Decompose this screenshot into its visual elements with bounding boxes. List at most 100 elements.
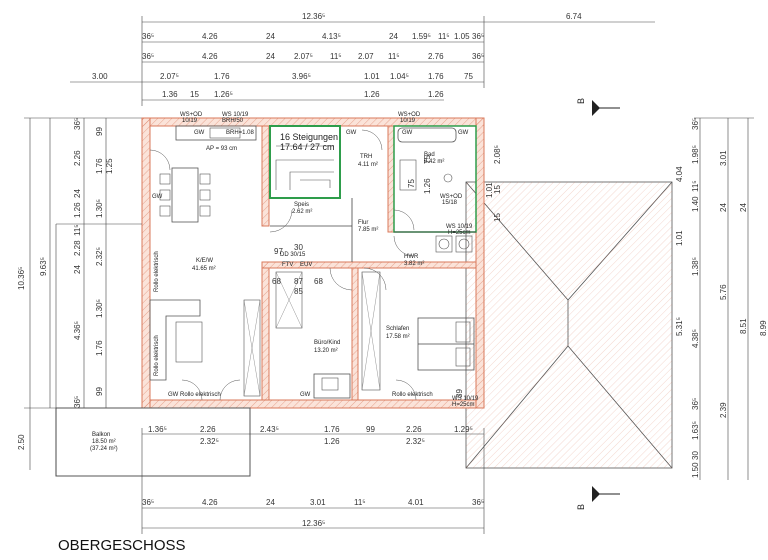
- room-kew-name: K/E/W: [196, 258, 213, 264]
- room-trh-name: TRH: [360, 154, 372, 160]
- room-buero-name: Büro/Kind: [314, 340, 340, 346]
- note-euv: EUV: [300, 262, 312, 268]
- dim-bot-r1-4: 1.76: [324, 425, 340, 434]
- dim-top-r1-3: 24: [266, 32, 275, 41]
- sofa: [149, 299, 203, 381]
- dim-top-r3s-5: 1.26: [428, 90, 444, 99]
- dim-bot-r1s-3: 2.32⁵: [406, 437, 425, 446]
- room-schlafen-area: 17.58 m²: [386, 334, 410, 340]
- bed: [417, 317, 475, 371]
- dim-right-b-4: 5.76: [719, 284, 728, 300]
- note-gw-bad: GW: [402, 130, 413, 136]
- dim-left-mid-8: 4.36⁵: [73, 321, 82, 340]
- dim-bot-r2-5: 11⁵: [354, 498, 366, 507]
- dim-top-r3-5: 1.01: [364, 72, 380, 81]
- room-flur-name: Flur: [358, 220, 368, 226]
- note-d30: 30: [294, 243, 303, 252]
- note-d85: 85: [294, 287, 303, 296]
- dim-right-c-1: 4.04: [675, 166, 684, 182]
- dim-top-r3-2: 2.07⁵: [160, 72, 179, 81]
- dim-top-r3-3: 1.76: [214, 72, 230, 81]
- note-gw-kitchen: GW: [194, 130, 205, 136]
- dim-bot-total: 12.36⁵: [302, 519, 325, 528]
- dim-bot-r1s-1: 2.32⁵: [200, 437, 219, 446]
- dim-top-right: 6.74: [566, 12, 582, 21]
- note-d97: 97: [274, 247, 283, 256]
- dim-bot-r1-2: 2.26: [200, 425, 216, 434]
- dim-right-a-8: 1.63⁵: [691, 421, 700, 440]
- dim-left-inner-1: 99: [95, 127, 104, 136]
- note-dod: DD 30/15: [280, 252, 306, 258]
- top-dimension-lines: [70, 16, 655, 106]
- dim-right-c-4: 1.50: [691, 462, 700, 478]
- room-trh-area: 4.11 m²: [358, 162, 378, 168]
- dim-top-r1-8: 1.05: [454, 32, 470, 41]
- dim-bot-r2-2: 4.26: [202, 498, 218, 507]
- desk: [313, 373, 351, 399]
- dim-top-r3-7: 1.76: [428, 72, 444, 81]
- dim-bot-r1-3: 2.43⁵: [260, 425, 279, 434]
- note-ftv: FTV: [282, 262, 293, 268]
- dim-top-r3-4: 3.96⁵: [292, 72, 311, 81]
- dim-left-inner-7: 1.76: [95, 340, 104, 356]
- dim-left-mid-2: 2.26: [73, 150, 82, 166]
- dim-top-r1-6: 1.59⁵: [412, 32, 431, 41]
- dim-top-r2-5: 11⁵: [330, 52, 342, 61]
- note-ws-top2-sub: BRH/50: [222, 118, 244, 124]
- kitchen-counter: [175, 125, 257, 141]
- room-stair-name: 16 Steigungen: [280, 132, 338, 142]
- dim-top-r1-1: 36⁵: [142, 32, 154, 41]
- dim-right-a-2: 1.98⁵: [691, 145, 700, 164]
- dim-top-r2-2: 4.26: [202, 52, 218, 61]
- note-ap: AP = 93 cm: [206, 146, 237, 152]
- note-gw-bottom-mid: GW: [300, 392, 311, 398]
- dim-bot-r1-6: 2.26: [406, 425, 422, 434]
- note-ws-right-dim: 15/18: [442, 200, 458, 206]
- dim-top-r2-4: 2.07⁵: [294, 52, 313, 61]
- dim-left-outer-2: 9.63⁵: [39, 257, 48, 276]
- dim-top-r3-1: 3.00: [92, 72, 108, 81]
- section-label-bottom: B: [576, 504, 586, 510]
- note-ws-hwr: WS 10/19: [446, 224, 473, 230]
- dim-bot-r1-5: 99: [366, 425, 375, 434]
- dim-top-r1-4: 4.13⁵: [322, 32, 341, 41]
- dim-left-inner-2: 1.76: [95, 158, 104, 174]
- interior-walls: [261, 125, 477, 401]
- room-balkon-name: Balkon: [92, 432, 110, 438]
- room-kew-area: 41.65 m²: [192, 266, 216, 272]
- note-gw-left: GW: [152, 194, 163, 200]
- dim-right-b-5: 8.51: [739, 318, 748, 334]
- staircase: [275, 145, 334, 190]
- dim-right-a-4: 1.40: [691, 196, 700, 212]
- room-schlafen-name: Schlafen: [386, 326, 409, 332]
- note-d75b: 75: [407, 179, 416, 188]
- dim-right-b-7: 24: [739, 203, 748, 212]
- section-label-top: B: [576, 98, 586, 104]
- dim-left-mid-7: 24: [73, 265, 82, 274]
- bottom-dimension-lines: [141, 428, 485, 534]
- dim-bot-r1-1: 1.36⁵: [148, 425, 167, 434]
- dim-bot-r1-7: 1.29⁵: [454, 425, 473, 434]
- dim-right-b-6: 2.39: [719, 402, 728, 418]
- room-speis-name: Speis: [294, 202, 309, 208]
- note-d68a: 68: [272, 277, 281, 286]
- dim-top-total: 12.36⁵: [302, 12, 325, 21]
- note-ws-bad-dim: 10/19: [400, 118, 416, 124]
- dim-top-r3-6: 1.04⁵: [390, 72, 409, 81]
- dim-top-r3s-2: 15: [190, 90, 199, 99]
- dim-left-inner-8: 99: [95, 387, 104, 396]
- note-brh: BRH=1.08: [226, 130, 255, 136]
- room-balkon-area2: (37.24 m²): [90, 446, 118, 452]
- dim-right-a-5: 1.38⁵: [691, 257, 700, 276]
- dim-bot-r2-4: 3.01: [310, 498, 326, 507]
- note-ws-br: WS 10/19: [452, 396, 479, 402]
- dim-top-r2-8: 2.76: [428, 52, 444, 61]
- note-ws-top: WS+OD: [180, 112, 203, 118]
- dim-top-r2-9: 36⁵: [472, 52, 484, 61]
- dim-top-r1-5: 24: [389, 32, 398, 41]
- dim-right-b-3: 1.01: [675, 230, 684, 246]
- room-flur-area: 7.85 m²: [358, 227, 378, 233]
- note-gw-bottom-left: GW: [168, 392, 179, 398]
- note-gw-stair: GW: [346, 130, 357, 136]
